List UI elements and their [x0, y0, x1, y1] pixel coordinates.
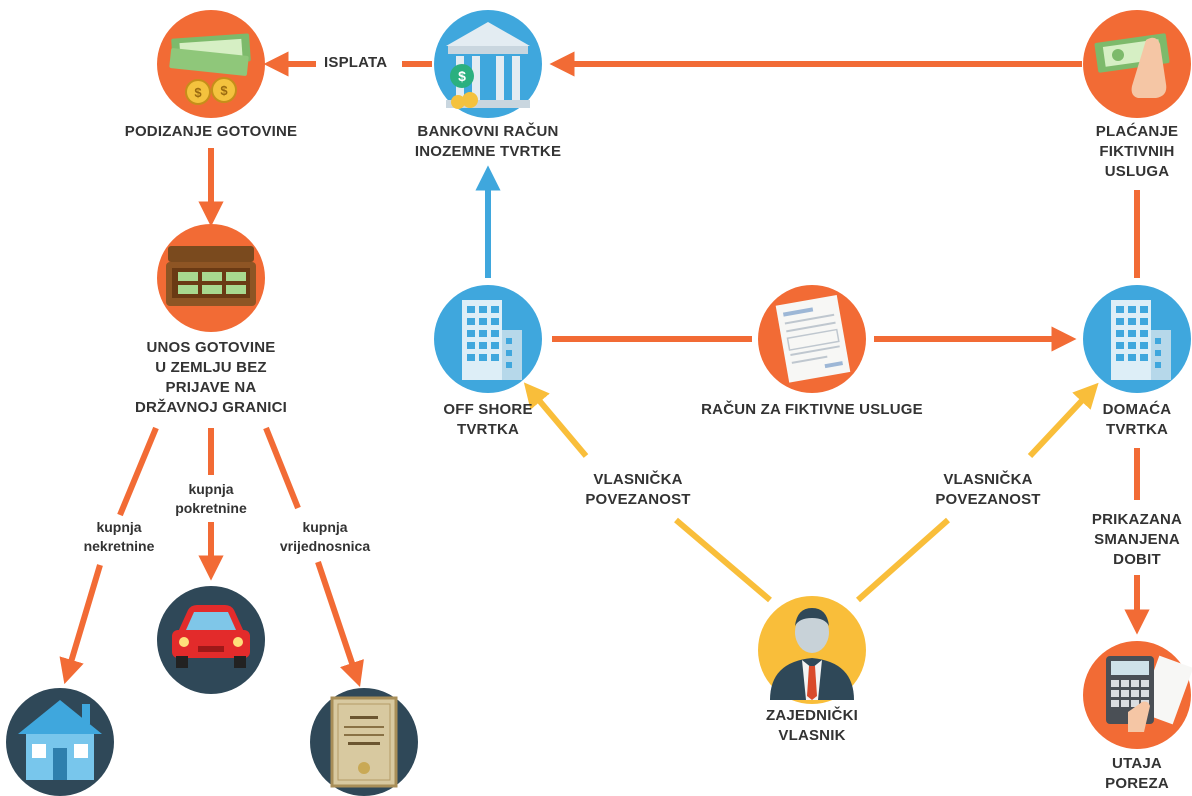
car-icon: [172, 605, 250, 668]
cash-withdrawal-node: $ $: [157, 10, 265, 118]
ownership-right-line2: POVEZANOST: [935, 491, 1041, 508]
tax-evasion-label: UTAJA POREZA: [1087, 754, 1187, 794]
ownership-left-line1: VLASNIČKA: [593, 471, 683, 488]
invoice-node: [758, 285, 866, 393]
ownership-right-line1: VLASNIČKA: [943, 471, 1033, 488]
house-icon: [18, 700, 102, 780]
cash-import-label: UNOS GOTOVINE U ZEMLJU BEZ PRIJAVE NA DR…: [111, 338, 311, 418]
cash-coins-icon: $ $: [169, 33, 251, 105]
owner-node: [758, 596, 866, 704]
svg-text:$: $: [194, 85, 202, 100]
office-building-icon: [462, 300, 522, 380]
offshore-label-line1: OFF SHORE: [443, 401, 533, 418]
edge-import-to-house: [117, 426, 159, 517]
domestic-node: [1083, 285, 1191, 393]
edge-owner-to-offshore-a: [674, 517, 772, 603]
hand-cash-icon: [1094, 33, 1170, 98]
buy-real-estate-label: kupnja nekretnine: [64, 518, 174, 556]
bank-label: BANKOVNI RAČUN INOZEMNE TVRTKE: [388, 122, 588, 162]
domestic-label: DOMAĆA TVRTKA: [1077, 400, 1192, 440]
owner-label: ZAJEDNIČKI VLASNIK: [742, 706, 882, 746]
briefcase-cash-icon: [166, 246, 256, 306]
edge-import-to-cert-a: [263, 426, 301, 510]
offshore-label: OFF SHORE TVRTKA: [408, 400, 568, 440]
ownership-left-label: VLASNIČKA POVEZANOST: [568, 470, 708, 510]
reduced-profit-line1: PRIKAZANA: [1091, 511, 1183, 528]
tax-evasion-label-line2: POREZA: [1105, 775, 1169, 792]
payment-label-line1: PLAĆANJE: [1095, 123, 1179, 140]
buy-securities-line2: vrijednosnica: [279, 538, 371, 554]
cash-import-label-line4: DRŽAVNOJ GRANICI: [134, 399, 288, 416]
owner-label-line2: VLASNIK: [778, 727, 846, 744]
certificate-icon: [330, 696, 398, 788]
bank-label-line2: INOZEMNE TVRTKE: [414, 143, 562, 160]
house-node: [6, 688, 114, 796]
svg-text:$: $: [220, 83, 228, 98]
tax-evasion-node: [1083, 641, 1192, 749]
cash-import-node: [157, 224, 265, 332]
buy-movable-line2: pokretnine: [175, 500, 247, 516]
payment-label-line2: FIKTIVNIH: [1099, 143, 1175, 160]
invoice-icon: [775, 295, 851, 383]
buy-real-estate-line2: nekretnine: [83, 538, 155, 554]
tax-evasion-label-line1: UTAJA: [1112, 755, 1162, 772]
bank-label-line1: BANKOVNI RAČUN: [417, 123, 559, 140]
reduced-profit-line2: SMANJENA: [1094, 531, 1180, 548]
buy-securities-label: kupnja vrijednosnica: [270, 518, 380, 556]
domestic-label-line1: DOMAĆA: [1102, 401, 1172, 418]
buy-movable-line1: kupnja: [188, 481, 234, 497]
edge-import-to-house-b: [59, 564, 103, 685]
bank-icon: $: [446, 22, 530, 109]
bank-node: $: [434, 10, 542, 118]
office-building-icon: [1111, 300, 1171, 380]
reduced-profit-line3: DOBIT: [1113, 551, 1161, 568]
buy-securities-line1: kupnja: [302, 519, 348, 535]
ownership-right-label: VLASNIČKA POVEZANOST: [918, 470, 1058, 510]
payment-label-line3: USLUGA: [1104, 163, 1170, 180]
cash-import-label-line2: U ZEMLJU BEZ: [155, 359, 267, 376]
edge-owner-to-domestic-b: [1027, 382, 1099, 459]
cash-withdrawal-label: PODIZANJE GOTOVINE: [124, 123, 298, 140]
domestic-label-line2: TVRTKA: [1105, 421, 1169, 438]
buy-real-estate-line1: kupnja: [96, 519, 142, 535]
owner-label-line1: ZAJEDNIČKI: [765, 707, 858, 724]
ownership-left-line2: POVEZANOST: [585, 491, 691, 508]
businessman-icon: [770, 608, 854, 700]
payment-label: PLAĆANJE FIKTIVNIH USLUGA: [1067, 122, 1192, 182]
edge-owner-to-domestic-a: [856, 517, 950, 603]
certificate-node: [310, 688, 418, 796]
isplata-label: ISPLATA: [318, 53, 394, 73]
svg-text:$: $: [458, 68, 466, 84]
buy-movable-label: kupnja pokretnine: [161, 480, 261, 518]
cash-import-label-line1: UNOS GOTOVINE: [146, 339, 276, 356]
edge-owner-to-offshore-b: [523, 382, 589, 458]
car-node: [157, 586, 265, 694]
payment-node: [1083, 10, 1191, 118]
offshore-label-line2: TVRTKA: [456, 421, 520, 438]
cash-import-label-line3: PRIJAVE NA: [165, 379, 257, 396]
reduced-profit-label: PRIKAZANA SMANJENA DOBIT: [1077, 510, 1192, 570]
calculator-icon: [1106, 655, 1192, 732]
edge-import-to-cert-b: [315, 561, 364, 687]
offshore-node: [434, 285, 542, 393]
edges: [59, 51, 1150, 687]
invoice-label: RAČUN ZA FIKTIVNE USLUGE: [701, 401, 923, 418]
